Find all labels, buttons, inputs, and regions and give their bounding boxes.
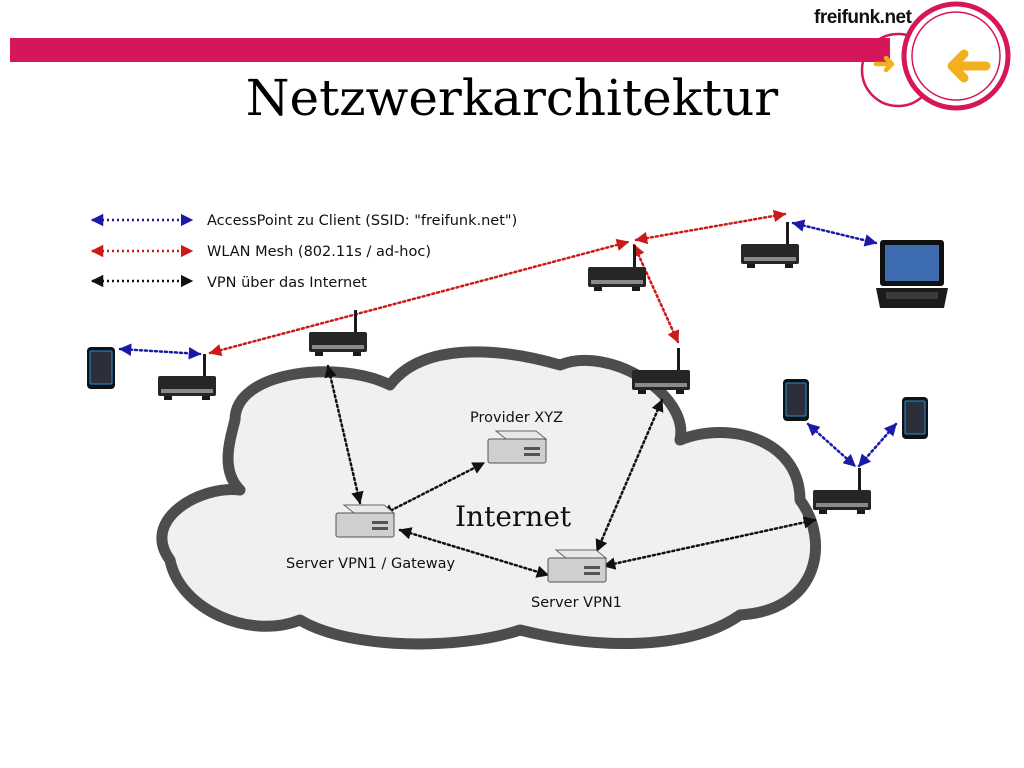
provider-label: Provider XYZ bbox=[470, 410, 563, 426]
link-vpn-server-router6 bbox=[602, 516, 817, 570]
slide-title: Netzwerkarchitektur bbox=[245, 69, 779, 127]
link-vpn-gateway-provider bbox=[380, 461, 486, 517]
link-mesh-router3-router5 bbox=[632, 243, 680, 344]
logo-inner-circle bbox=[911, 11, 1001, 101]
link-phone2-router6 bbox=[806, 422, 857, 468]
legend-label-accesspoint: AccessPoint zu Client (SSID: "freifunk.n… bbox=[207, 213, 517, 229]
legend-item-vpn: VPN über das Internet bbox=[90, 274, 367, 291]
link-mesh-router3-router4 bbox=[634, 209, 787, 245]
brand-logo-text: freifunk.net bbox=[814, 7, 912, 28]
server-icon bbox=[487, 430, 548, 464]
router-icon bbox=[813, 468, 871, 514]
router-icon bbox=[588, 245, 646, 291]
router-icon bbox=[741, 222, 799, 268]
link-mesh-router1-router3 bbox=[208, 238, 630, 357]
gateway-label: Server VPN1 / Gateway bbox=[286, 556, 455, 572]
link-phone3-router6 bbox=[857, 422, 898, 468]
link-router-laptop bbox=[791, 219, 878, 247]
legend: AccessPoint zu Client (SSID: "freifunk.n… bbox=[90, 213, 517, 291]
smartphone-icon bbox=[783, 379, 809, 421]
smartphone-icon bbox=[87, 347, 115, 389]
brand-logo-circles bbox=[860, 1, 1011, 111]
server-label: Server VPN1 bbox=[531, 595, 622, 611]
router-icon bbox=[309, 310, 367, 356]
legend-label-vpn: VPN über das Internet bbox=[207, 275, 367, 291]
router-icon bbox=[158, 354, 216, 400]
legend-item-accesspoint: AccessPoint zu Client (SSID: "freifunk.n… bbox=[90, 213, 517, 229]
legend-label-mesh: WLAN Mesh (802.11s / ad-hoc) bbox=[207, 244, 431, 260]
arrow-right-icon bbox=[873, 55, 895, 73]
link-vpn-gateway-server bbox=[398, 527, 550, 578]
laptop-icon bbox=[876, 240, 948, 308]
legend-item-mesh: WLAN Mesh (802.11s / ad-hoc) bbox=[90, 244, 431, 260]
arrow-left-icon bbox=[947, 49, 991, 83]
internet-label: Internet bbox=[455, 500, 572, 533]
smartphone-icon bbox=[902, 397, 928, 439]
internet-cloud bbox=[156, 346, 822, 650]
header-accent-bar bbox=[10, 38, 890, 62]
server-icon bbox=[547, 549, 608, 583]
server-icon bbox=[335, 504, 396, 538]
router-icon bbox=[632, 348, 690, 394]
link-vpn-router2-gateway bbox=[324, 364, 364, 505]
link-phone-router1 bbox=[118, 343, 202, 360]
